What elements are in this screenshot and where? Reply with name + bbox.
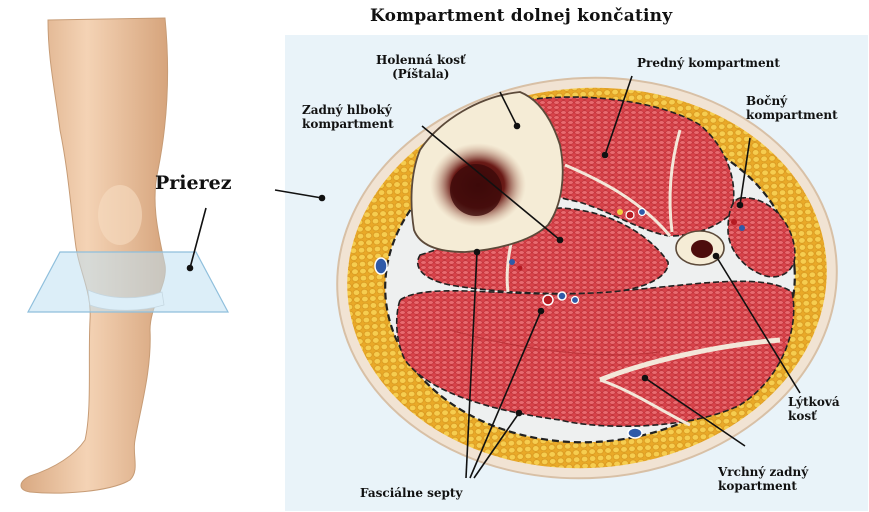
leg-illustration <box>21 18 228 493</box>
fibula-label-line2: kosť <box>788 409 840 423</box>
superficial-posterior-label: Vrchný zadný kopartment <box>718 465 808 493</box>
deep-posterior-label-line1: Zadný hlboký <box>302 103 394 117</box>
fascial-septa-label: Fasciálne septy <box>360 486 462 500</box>
deep-posterior-label-line2: kompartment <box>302 117 394 131</box>
lateral-label-line1: Bočný <box>746 94 838 108</box>
tibia-label-line2: (Píštala) <box>376 67 466 81</box>
deep-posterior-label: Zadný hlboký kompartment <box>302 103 394 131</box>
superficial-posterior-label-line1: Vrchný zadný <box>718 465 808 479</box>
fibula-label: Lýtková kosť <box>788 395 840 423</box>
superficial-posterior-label-line2: kopartment <box>718 479 808 493</box>
fibula-label-line1: Lýtková <box>788 395 840 409</box>
diagram-title: Kompartment dolnej končatiny <box>370 6 672 26</box>
tibia-label-line1: Holenná kosť <box>376 53 466 67</box>
anterior-label: Predný kompartment <box>637 56 780 70</box>
cross-section-label: Prierez <box>155 172 232 194</box>
lateral-label-line2: kompartment <box>746 108 838 122</box>
lateral-label: Bočný kompartment <box>746 94 838 122</box>
tibia-label: Holenná kosť (Píštala) <box>376 53 466 81</box>
